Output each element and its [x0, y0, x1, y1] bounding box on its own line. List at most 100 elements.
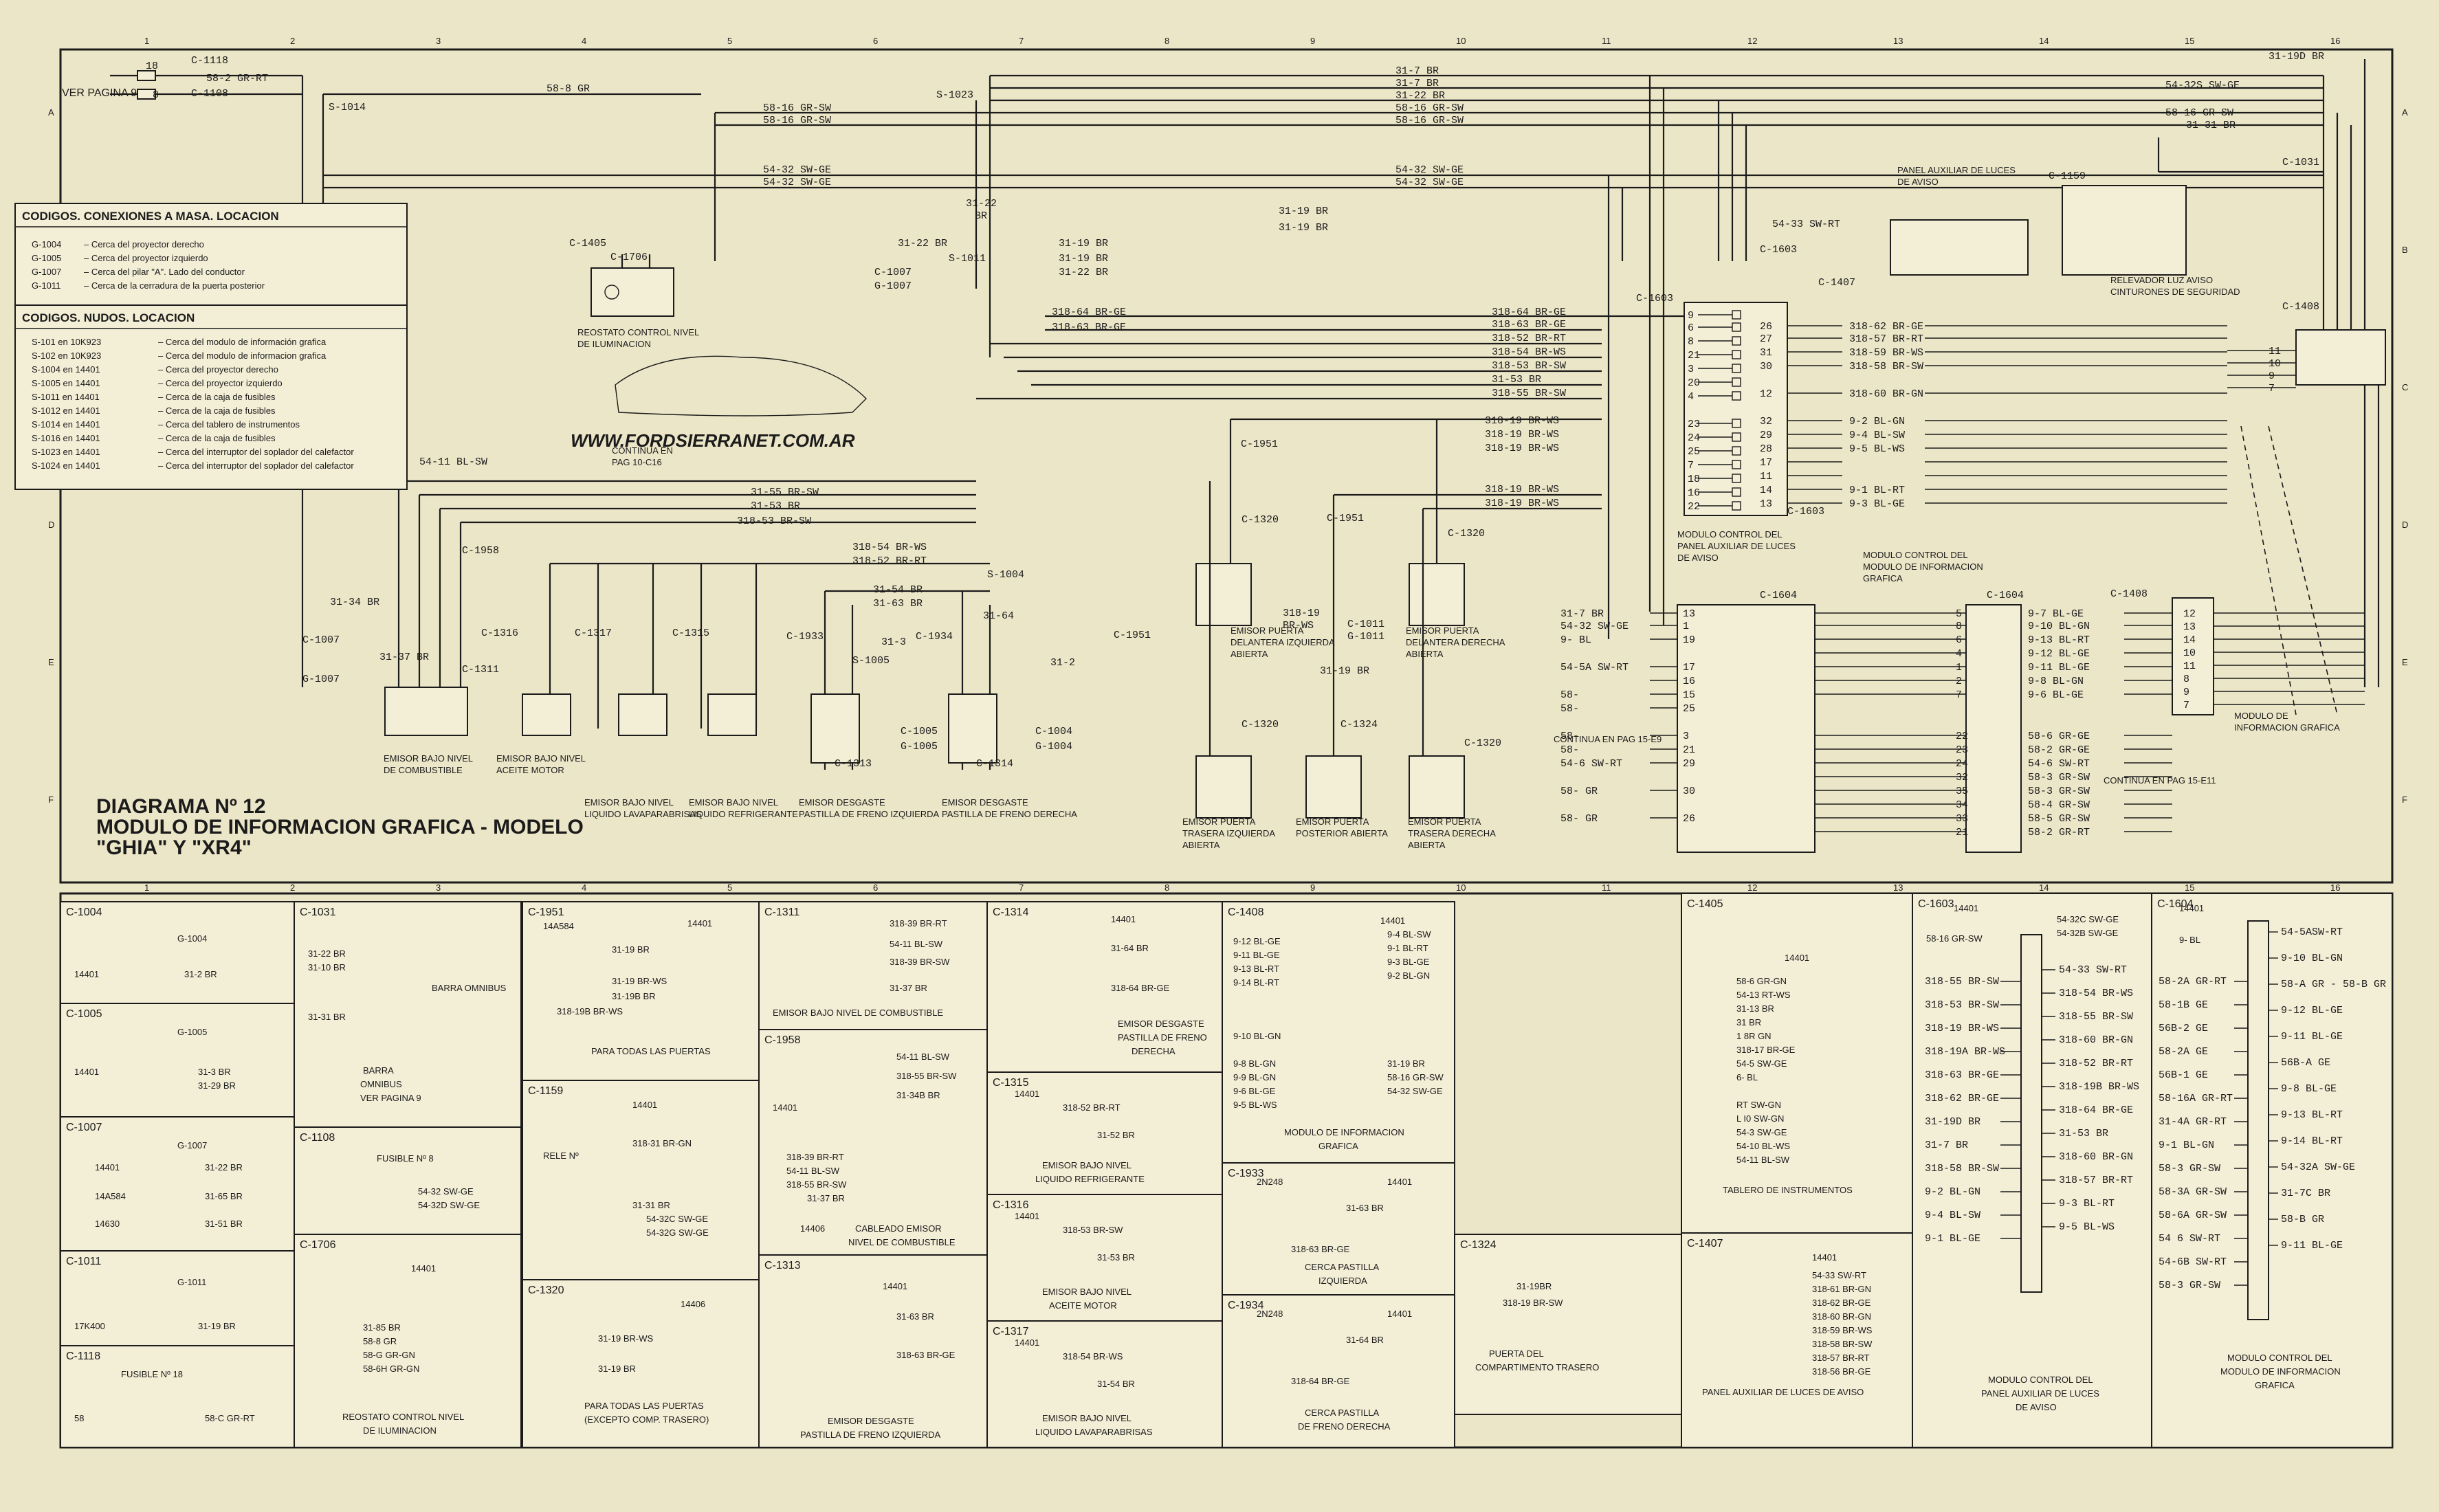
- wire-label: 58-3 GR-SW: [2028, 786, 2090, 797]
- grid-number: 1: [144, 882, 149, 893]
- panel-connector-id: C-1314: [993, 907, 1029, 918]
- pin-number: 23: [1688, 419, 1700, 430]
- pin-number: 14: [1760, 485, 1772, 496]
- pin-number: 25: [1688, 446, 1700, 458]
- panel-label: 318-63 BR-GE: [896, 1350, 956, 1360]
- panel-label: 54-11 BL-SW: [1736, 1155, 1790, 1165]
- panel-label: 54-3 SW-GE: [1736, 1127, 1787, 1137]
- pin-wire-label: 31-19D BR: [1925, 1116, 1980, 1128]
- grid-letter: A: [48, 107, 54, 118]
- panel-connector-id: C-1007: [66, 1122, 102, 1133]
- panel-label: 14401: [1111, 914, 1136, 924]
- pin-number: 5: [1956, 608, 1962, 620]
- diagram-title-line3: "GHIA" Y "XR4": [96, 836, 252, 859]
- pin-number: 8: [1688, 336, 1694, 348]
- panel-label: 14401: [883, 1281, 907, 1291]
- pin-wire-label: 318-55 BR-SW: [2059, 1011, 2133, 1023]
- wire-label: 54-5A SW-RT: [1560, 662, 1629, 674]
- pin-wire-label: 58-3A GR-SW: [2159, 1186, 2227, 1198]
- panel-connector-id: C-1320: [528, 1285, 564, 1296]
- pin-number: 21: [1956, 827, 1968, 838]
- panel-label: 318-58 BR-SW: [1812, 1339, 1873, 1349]
- panel-label: 318-62 BR-GE: [1812, 1298, 1871, 1308]
- wire-label: 58-2 GR-GE: [2028, 744, 2090, 756]
- node-code: S-1023 en 14401: [32, 447, 100, 457]
- panel-label: MODULO CONTROL DEL: [1988, 1375, 2093, 1385]
- wire-label: 318-19 BR-WS: [1485, 415, 1559, 427]
- pin-number: 33: [1956, 813, 1968, 825]
- pin-number: 1: [1956, 662, 1962, 674]
- panel-label: 318-60 BR-GN: [1812, 1311, 1871, 1322]
- panel-label: 31-19 BR: [198, 1321, 236, 1331]
- pin-number: 30: [1760, 361, 1772, 373]
- wire-label: C-1316: [481, 627, 518, 639]
- pin-number: 7: [2269, 383, 2275, 394]
- panel-connector-id: C-1005: [66, 1008, 102, 1020]
- wire-label: 31-37 BR: [379, 652, 429, 663]
- pin-wire-label: 58-2A GE: [2159, 1046, 2208, 1058]
- wire-label: 318-55 BR-SW: [1492, 388, 1566, 399]
- pin-wire-label: 9-14 BL-RT: [2281, 1135, 2343, 1147]
- wire-label: C-1313: [835, 758, 872, 770]
- grid-number: 7: [1019, 882, 1024, 893]
- panel-connector-id: C-1407: [1687, 1238, 1723, 1249]
- grid-letter: B: [2402, 245, 2408, 255]
- grid-number: 4: [582, 36, 586, 46]
- panel-label: 14401: [1015, 1089, 1039, 1099]
- wire-label: 9-6 BL-GE: [2028, 689, 2084, 701]
- panel-label: 9-2 BL-GN: [1387, 970, 1430, 981]
- pin-number: 15: [1683, 689, 1695, 701]
- pin-number: 31: [1760, 347, 1772, 359]
- grid-number: 9: [1310, 36, 1315, 46]
- node-location: – Cerca de la caja de fusibles: [158, 433, 276, 443]
- panel-label: NIVEL DE COMBUSTIBLE: [848, 1237, 956, 1247]
- wire-label: C-1159: [2049, 170, 2086, 182]
- panel-label: REOSTATO CONTROL NIVEL: [342, 1412, 464, 1422]
- panel-label: 31-3 BR: [198, 1067, 231, 1077]
- panel-label: MODULO DE INFORMACION: [1284, 1127, 1404, 1137]
- pin-number: 10: [2183, 647, 2196, 659]
- wire-label: 58-: [1560, 703, 1579, 715]
- wire-label: 31-19D BR: [2269, 51, 2324, 63]
- panel-label: 318-39 BR-RT: [786, 1152, 844, 1162]
- panel-connector-id: C-1316: [993, 1199, 1029, 1211]
- pin-wire-label: 58-B GR: [2281, 1214, 2324, 1225]
- panel-label: 31-19 BR: [612, 944, 650, 955]
- pin-wire-label: 54-6B SW-RT: [2159, 1256, 2227, 1268]
- wire-label: 54-6 SW-RT: [1560, 758, 1622, 770]
- panel-label: VER PAGINA 9: [360, 1093, 421, 1103]
- panel-label: 14401: [632, 1100, 657, 1110]
- wire-label: 9-10 BL-GN: [2028, 621, 2090, 632]
- grid-number: 3: [436, 36, 441, 46]
- wire-label: 31-22: [966, 198, 997, 210]
- c1408-connector-upper: [2295, 329, 2386, 386]
- pin-wire-label: 318-60 BR-GN: [2059, 1034, 2133, 1046]
- panel-connector-id: C-1118: [66, 1350, 100, 1362]
- panel-label: 31-13 BR: [1736, 1003, 1774, 1014]
- panel-label: 9-13 BL-RT: [1233, 964, 1279, 974]
- panel-label: 54-33 SW-RT: [1812, 1270, 1866, 1280]
- pin-wire-label: 9-1 BL-GE: [1925, 1233, 1980, 1245]
- wire-label: 58-16 GR-SW: [763, 115, 831, 126]
- wire-label: S-1023: [936, 89, 973, 101]
- panel-connector-id: C-1108: [300, 1132, 335, 1144]
- ground-location: – Cerca de la cerradura de la puerta pos…: [84, 280, 265, 291]
- wire-label: 31-19 BR: [1320, 665, 1369, 677]
- wire-label: C-1011: [1347, 619, 1384, 630]
- pin-number: 9: [2269, 370, 2275, 382]
- panel-label: EMISOR DESGASTE: [828, 1416, 914, 1426]
- panel-label: LIQUIDO LAVAPARABRISAS: [1035, 1427, 1153, 1437]
- wire-label: C-1958: [462, 545, 499, 557]
- wire-label: S-1014: [329, 102, 366, 113]
- panel-label: 31-51 BR: [205, 1219, 243, 1229]
